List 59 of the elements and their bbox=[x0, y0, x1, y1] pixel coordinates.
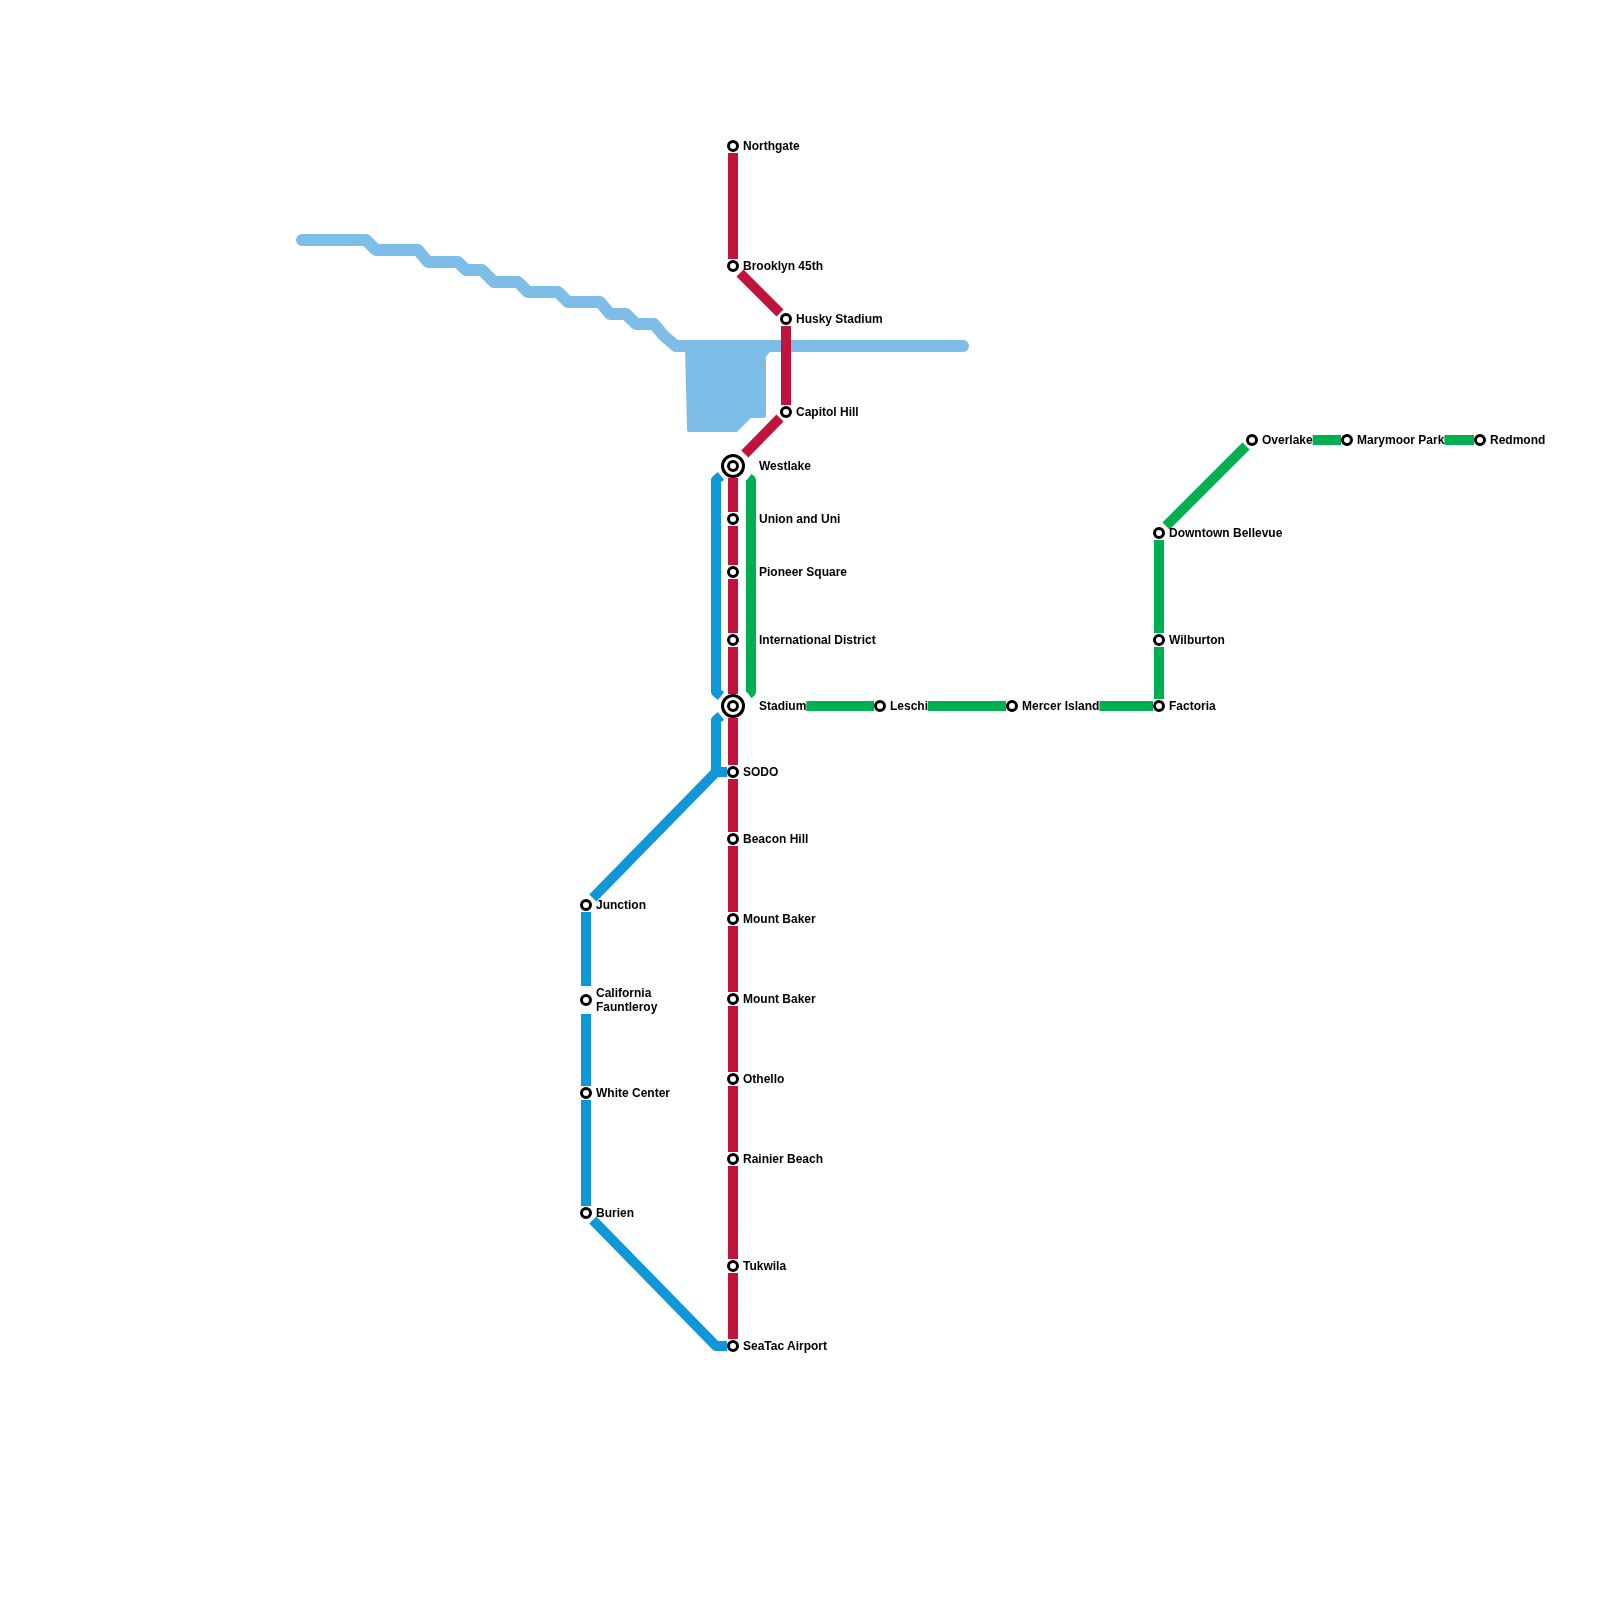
rail-line bbox=[728, 1006, 738, 1072]
station-label: Stadium bbox=[759, 699, 807, 713]
station-label: International District bbox=[759, 633, 876, 647]
station-label: Westlake bbox=[759, 459, 811, 473]
station-label: Northgate bbox=[743, 139, 800, 153]
rail-line bbox=[728, 846, 738, 912]
rail-line bbox=[736, 269, 784, 317]
station-label: Factoria bbox=[1169, 699, 1216, 713]
station-label: California Fauntleroy bbox=[596, 986, 659, 1014]
rail-line bbox=[1099, 701, 1153, 711]
rail-line bbox=[728, 718, 738, 765]
station-label: Wilburton bbox=[1169, 633, 1225, 647]
rail-line bbox=[581, 912, 591, 986]
station-label: Mount Baker bbox=[743, 912, 816, 926]
rail-line bbox=[728, 579, 738, 633]
station-label: Burien bbox=[596, 1206, 634, 1220]
station-label: Junction bbox=[596, 898, 646, 912]
station-label: Overlake bbox=[1262, 433, 1313, 447]
station-label: Marymoor Park bbox=[1357, 433, 1445, 447]
rail-line bbox=[728, 1166, 738, 1259]
station-label: Redmond bbox=[1490, 433, 1546, 447]
station-label: Tukwila bbox=[743, 1259, 787, 1273]
station-label: Rainier Beach bbox=[743, 1152, 824, 1166]
station-label: Union and Uni bbox=[759, 512, 841, 526]
rail-line bbox=[1154, 647, 1164, 699]
station-label: SeaTac Airport bbox=[743, 1339, 828, 1353]
rail-line bbox=[728, 647, 738, 694]
rail-line bbox=[728, 478, 738, 512]
rail-line bbox=[1154, 540, 1164, 633]
rail-line bbox=[745, 474, 756, 698]
rail-line bbox=[728, 1273, 738, 1339]
rail-line bbox=[741, 414, 784, 458]
station-label: Capitol Hill bbox=[796, 405, 859, 419]
rail-line bbox=[728, 926, 738, 992]
rail-line bbox=[806, 701, 874, 711]
rail-line bbox=[928, 701, 1006, 711]
station-label: Othello bbox=[743, 1072, 785, 1086]
station-label: Downtown Bellevue bbox=[1169, 526, 1283, 540]
rail-line bbox=[581, 1100, 591, 1206]
station-label: Leschi bbox=[890, 699, 928, 713]
station-label: Mount Baker bbox=[743, 992, 816, 1006]
station-label: Husky Stadium bbox=[796, 312, 883, 326]
station-label: SODO bbox=[743, 765, 779, 779]
rail-line bbox=[728, 1086, 738, 1152]
station-label: White Center bbox=[596, 1086, 670, 1100]
rail-line bbox=[1312, 435, 1341, 445]
rail-line bbox=[728, 526, 738, 565]
rail-line bbox=[1162, 442, 1250, 530]
rail-line bbox=[589, 1216, 727, 1351]
rail-line bbox=[728, 779, 738, 832]
station-label: Brooklyn 45th bbox=[743, 259, 823, 273]
rail-line bbox=[781, 326, 791, 405]
station-label: Beacon Hill bbox=[743, 832, 809, 846]
station-label: Pioneer Square bbox=[759, 565, 848, 579]
rail-line bbox=[1444, 435, 1474, 445]
rail-line bbox=[581, 1014, 591, 1086]
rail-line bbox=[711, 472, 725, 700]
rail-line bbox=[728, 153, 738, 259]
station-label: Mercer Island bbox=[1022, 699, 1100, 713]
